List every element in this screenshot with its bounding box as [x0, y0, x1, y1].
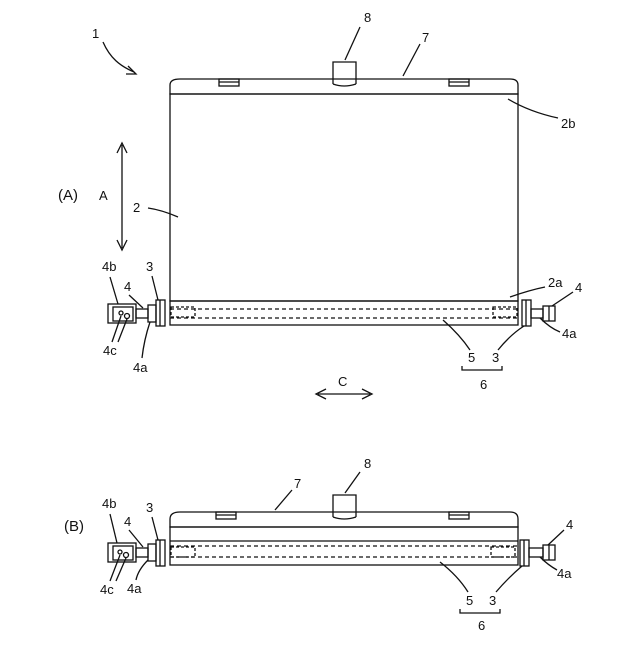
bracket-shaft-right-b: [529, 548, 543, 557]
sheet-label: 2: [133, 200, 140, 215]
figure-a-panel-label: (A): [58, 187, 78, 204]
end-cap-leader-left-b: [152, 517, 158, 540]
top-rail-leader-b: [275, 490, 292, 510]
bracket-shaft-left-b: [136, 548, 148, 557]
bracket-holes-label-b: 4c: [100, 582, 114, 597]
bracket-shaft-label-right: 4a: [562, 326, 577, 341]
bracket-leader-right-b: [548, 530, 564, 545]
sheet-top-edge-label: 2b: [561, 116, 575, 131]
sheet-bottom-edge-leader: [510, 287, 545, 297]
sheet-top-edge-leader: [508, 99, 558, 118]
bracket-hole-1: [119, 311, 123, 315]
bracket-shaft-label-left: 4a: [133, 360, 148, 375]
grip-b: [333, 495, 356, 517]
roller-label: 5: [468, 350, 475, 365]
roller-label-b: 5: [466, 593, 473, 608]
bracket-plate-label: 4b: [102, 259, 116, 274]
bracket-shaft-leader-left-b: [136, 560, 148, 580]
roller-unit-label-b: 6: [478, 618, 485, 633]
grip-leader-b: [345, 472, 360, 493]
assembly-label: 1: [92, 26, 99, 41]
bracket-plate-inner-left-b: [113, 546, 133, 560]
figure-a: (A) 1 8 7 2b 2 2a A: [58, 10, 582, 399]
bracket-hole-2-b: [124, 553, 129, 558]
end-cap-leader-left: [152, 276, 158, 300]
end-cap-label-right-b: 3: [489, 593, 496, 608]
roller-leader-b: [440, 562, 468, 592]
end-cap-leader-right: [498, 326, 524, 350]
bracket-label-left: 4: [124, 279, 131, 294]
bracket-label-left-b: 4: [124, 514, 131, 529]
figure-b: (B) 8 7 4b 4 3: [64, 456, 573, 633]
grip: [333, 62, 356, 84]
sheet-leader: [148, 208, 178, 217]
bracket-shaft-right: [531, 309, 543, 318]
bracket-shaft-leader-right: [540, 318, 560, 332]
bracket-holes-label: 4c: [103, 343, 117, 358]
top-rail-label: 7: [422, 30, 429, 45]
grip-leader: [345, 27, 360, 60]
end-cap-label-left: 3: [146, 259, 153, 274]
roller-unit-bracket-b: [460, 609, 500, 613]
bracket-collar-left-b: [148, 544, 156, 561]
bracket-shaft-label-right-b: 4a: [557, 566, 572, 581]
grip-label: 8: [364, 10, 371, 25]
end-cap-leader-right-b: [496, 566, 522, 592]
top-rail-leader: [403, 44, 420, 76]
spring-right-b: [491, 547, 515, 557]
spring-left-b: [171, 547, 195, 557]
bracket-label-right: 4: [575, 280, 582, 295]
bracket-plate-leader: [110, 277, 118, 304]
grip-base-b: [333, 517, 356, 519]
roller-unit-bracket: [462, 366, 502, 370]
sheet: [170, 94, 518, 301]
bracket-leader-right: [552, 292, 573, 306]
bracket-shaft-left: [136, 309, 148, 318]
end-cap-label-left-b: 3: [146, 500, 153, 515]
bracket-plate-label-b: 4b: [102, 496, 116, 511]
bracket-hole-2: [125, 314, 130, 319]
bracket-label-right-b: 4: [566, 517, 573, 532]
top-rail-label-b: 7: [294, 476, 301, 491]
roller-unit-label: 6: [480, 377, 487, 392]
bracket-shaft-leader-left: [142, 322, 150, 358]
bracket-plate-leader-b: [110, 514, 117, 543]
bracket-collar-left: [148, 305, 156, 322]
roller: [170, 301, 518, 325]
bracket-shaft-label-left-b: 4a: [127, 581, 142, 596]
grip-base: [333, 84, 356, 86]
bracket-hole-1-b: [118, 550, 122, 554]
grip-label-b: 8: [364, 456, 371, 471]
end-cap-label-right: 3: [492, 350, 499, 365]
sheet-bottom-edge-label: 2a: [548, 275, 563, 290]
direction-a-label: A: [99, 188, 108, 203]
direction-c-label: C: [338, 374, 347, 389]
figure-b-panel-label: (B): [64, 518, 84, 535]
bracket-holes-leader-1-b: [110, 555, 120, 581]
